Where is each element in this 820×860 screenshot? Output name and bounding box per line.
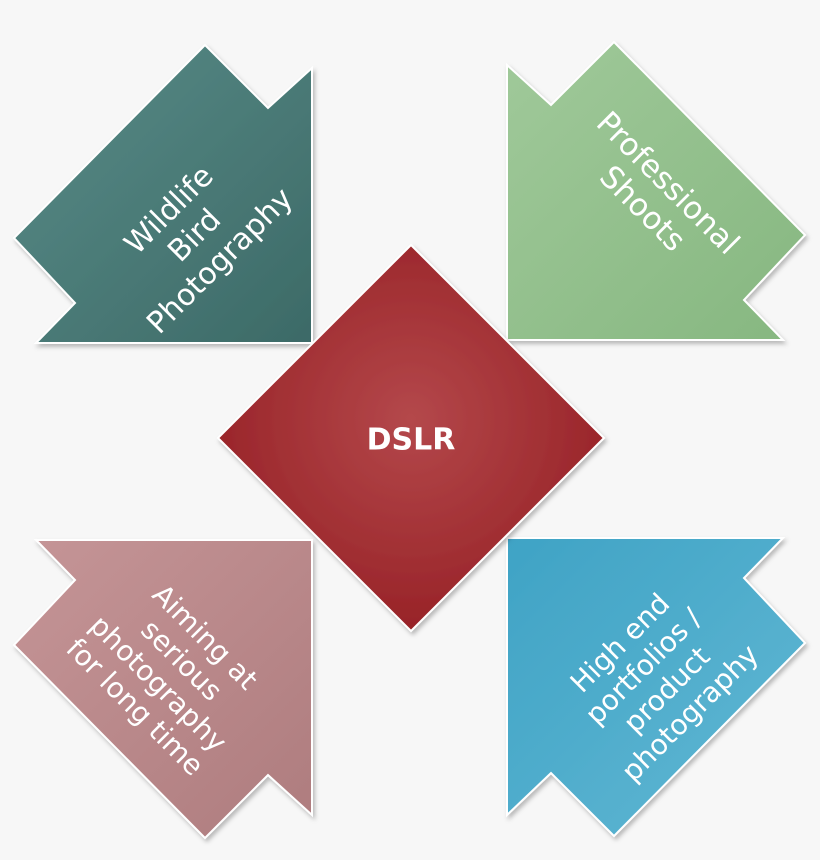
segment-bottom-right-arrow	[506, 537, 807, 838]
segment-top-left-arrow	[12, 43, 313, 344]
center-diamond	[216, 243, 606, 633]
segment-top-right-arrow	[506, 40, 807, 341]
segment-bottom-left-arrow	[12, 539, 313, 840]
